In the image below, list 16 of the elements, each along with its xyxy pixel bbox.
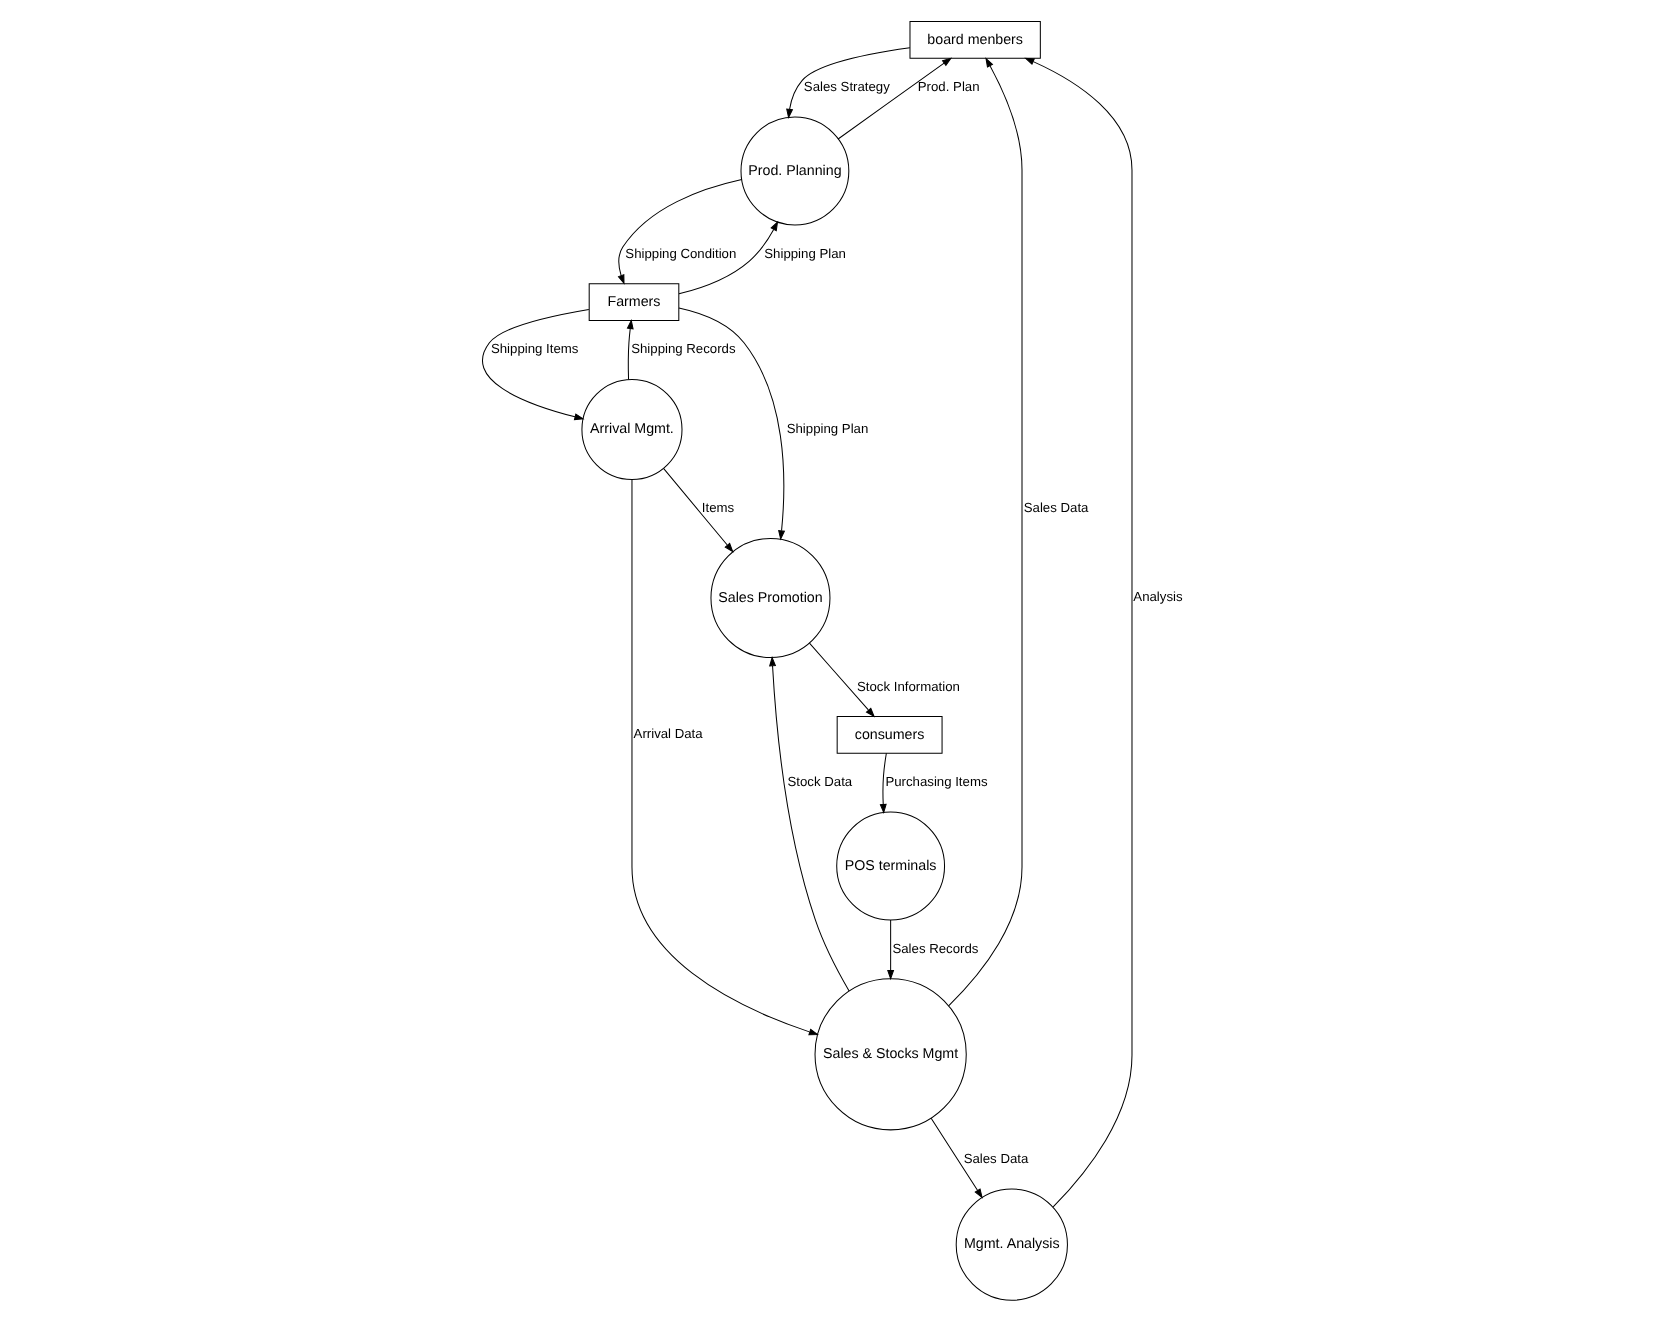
arrow	[947, 57, 1022, 1007]
arrow	[630, 479, 819, 1036]
arrow	[807, 642, 875, 718]
arrow	[616, 179, 742, 285]
arrow	[480, 308, 589, 421]
arrow	[662, 468, 733, 553]
arrow	[768, 656, 849, 992]
arrow	[836, 57, 952, 140]
arrow	[1023, 57, 1132, 1208]
arrow	[625, 318, 633, 380]
arrow	[677, 307, 785, 541]
arrow	[886, 919, 894, 981]
arrow	[785, 47, 910, 120]
arrow	[878, 752, 886, 815]
arrow	[677, 220, 778, 295]
arrow	[929, 1117, 982, 1199]
